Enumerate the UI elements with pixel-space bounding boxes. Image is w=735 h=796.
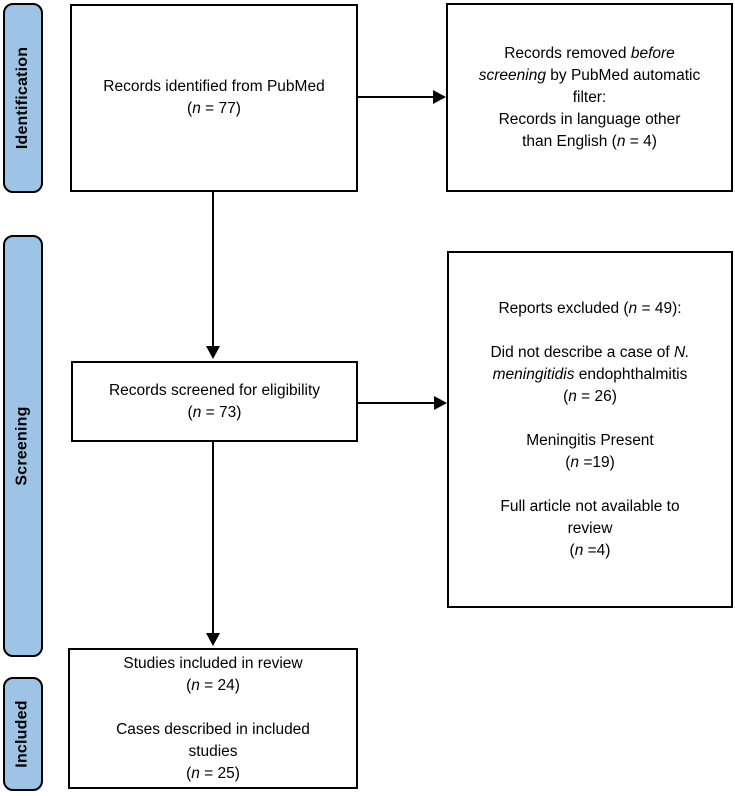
stage-bar-included: Included <box>3 677 43 791</box>
box-records-screened: Records screened for eligibility(n = 73) <box>71 361 358 442</box>
box-records-identified-text: Records identified from PubMed(n = 77) <box>103 78 325 117</box>
box-studies-included: Studies included in review(n = 24)Cases … <box>68 648 358 789</box>
arrow-identified-to-removed-line <box>358 96 434 98</box>
arrow-identified-to-removed-head-icon <box>433 90 446 104</box>
stage-label-screening: Screening <box>14 406 32 486</box>
box-records-screened-text: Records screened for eligibility(n = 73) <box>108 381 321 421</box>
box-reports-excluded-text: Reports excluded (n = 49):Did not descri… <box>490 299 690 559</box>
stage-label-identification: Identification <box>14 46 32 150</box>
arrow-screened-to-included-head-icon <box>206 633 220 646</box>
stage-label-included: Included <box>14 700 32 768</box>
arrow-screened-to-excluded-line <box>358 402 435 404</box>
box-studies-included-text: Studies included in review(n = 24)Cases … <box>116 654 310 782</box>
arrow-identified-to-screened-head-icon <box>206 346 220 359</box>
stage-bar-screening: Screening <box>3 235 43 657</box>
stage-bar-identification: Identification <box>3 3 43 193</box>
box-reports-excluded: Reports excluded (n = 49):Did not descri… <box>447 251 733 608</box>
box-records-identified: Records identified from PubMed(n = 77) <box>70 4 358 192</box>
arrow-identified-to-screened-line <box>212 192 214 346</box>
arrow-screened-to-excluded-head-icon <box>434 396 447 410</box>
arrow-screened-to-included-line <box>212 442 214 633</box>
